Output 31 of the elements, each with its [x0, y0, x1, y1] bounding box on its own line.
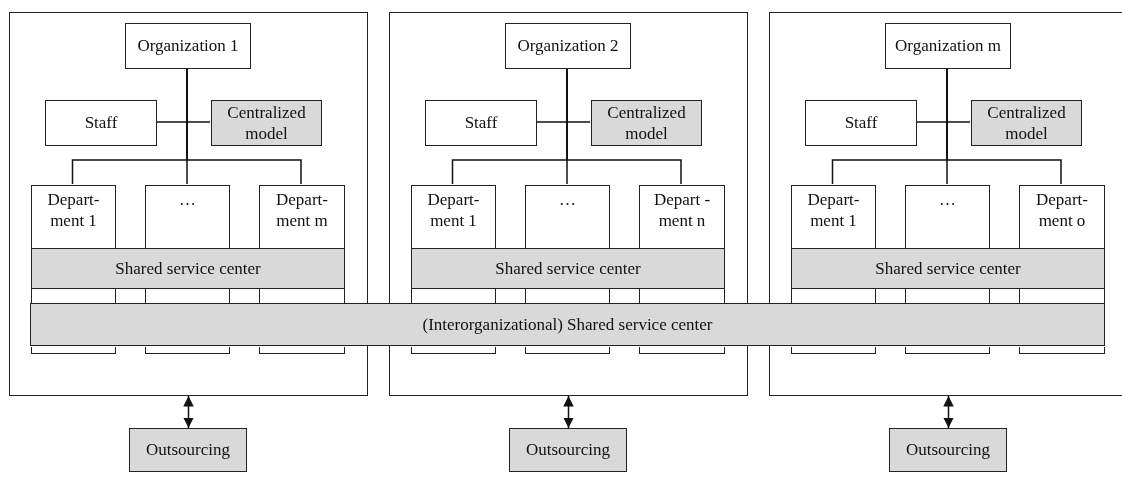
- organization-box: Organization 2: [505, 23, 631, 69]
- outsourcing-box: Outsourcing: [889, 428, 1007, 472]
- service-center-bar: Shared service center: [791, 248, 1105, 289]
- model-box: Centralized model: [591, 100, 702, 146]
- staff-box: Staff: [45, 100, 157, 146]
- department-box: Depart- ment 1: [791, 185, 876, 249]
- staff-box: Staff: [805, 100, 917, 146]
- double-arrow: [183, 395, 194, 429]
- service-center-bar: Shared service center: [411, 248, 725, 289]
- organization-box: Organization m: [885, 23, 1011, 69]
- department-box: …: [145, 185, 230, 249]
- department-box: Depart- ment m: [259, 185, 345, 249]
- service-center-bar: Shared service center: [31, 248, 345, 289]
- department-box: Depart- ment 1: [31, 185, 116, 249]
- double-arrow: [943, 395, 954, 429]
- staff-box: Staff: [425, 100, 537, 146]
- model-box: Centralized model: [971, 100, 1082, 146]
- organization-frame: [9, 12, 368, 396]
- department-box: …: [525, 185, 610, 249]
- organization-box: Organization 1: [125, 23, 251, 69]
- department-box: Depart - ment n: [639, 185, 725, 249]
- model-box: Centralized model: [211, 100, 322, 146]
- department-box: Depart- ment o: [1019, 185, 1105, 249]
- organization-frame: [769, 12, 1122, 396]
- department-box: …: [905, 185, 990, 249]
- double-arrow: [563, 395, 574, 429]
- outsourcing-box: Outsourcing: [129, 428, 247, 472]
- service-center-bar: (Interorganizational) Shared service center: [30, 303, 1105, 346]
- department-box: Depart- ment 1: [411, 185, 496, 249]
- outsourcing-box: Outsourcing: [509, 428, 627, 472]
- organization-frame: [389, 12, 748, 396]
